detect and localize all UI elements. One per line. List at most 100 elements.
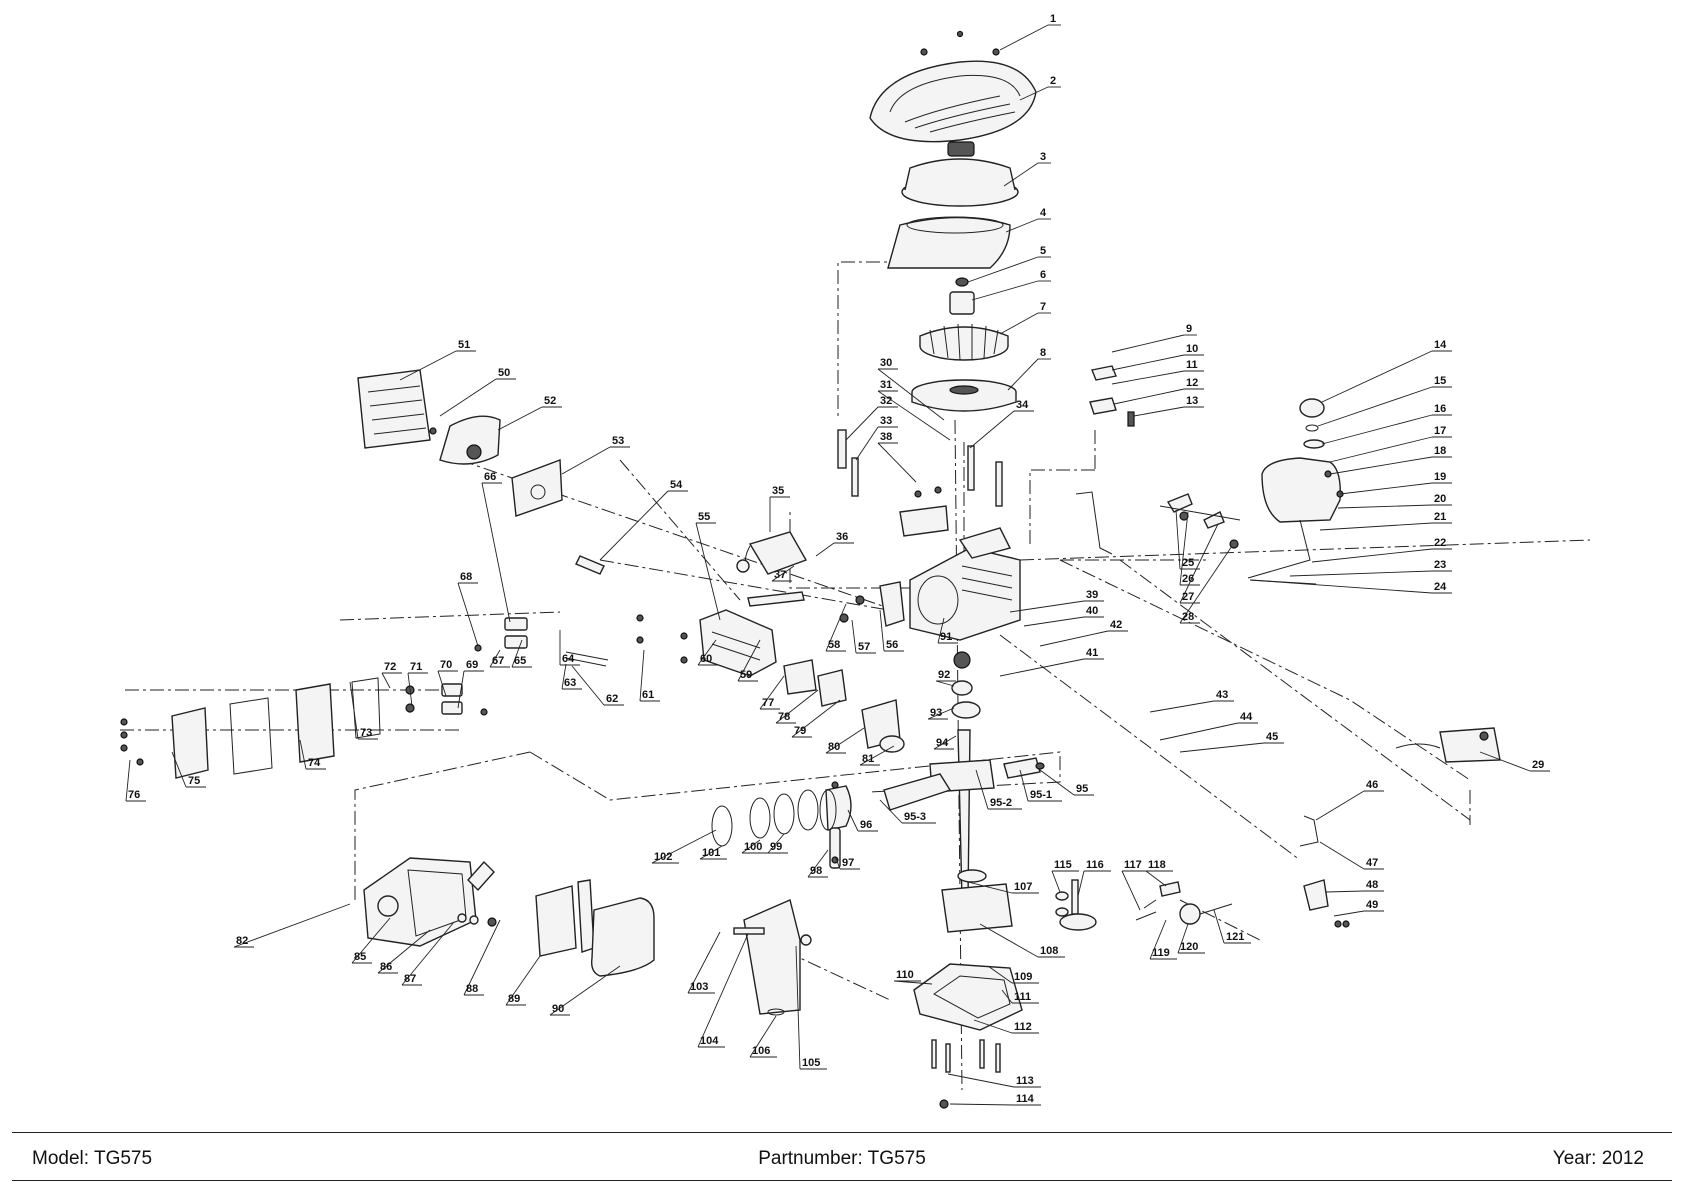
callout-58: 58	[825, 603, 847, 652]
callout-number: 76	[128, 789, 140, 801]
callout-9: 9	[1111, 323, 1197, 353]
callout-number: 95-2	[990, 797, 1012, 809]
callout-85: 85	[351, 917, 391, 964]
callout-98: 98	[807, 849, 829, 878]
callout-number: 91	[940, 631, 952, 643]
callout-number: 7	[1040, 301, 1046, 313]
callout-105: 105	[795, 945, 827, 1070]
callout-40: 40	[1023, 605, 1104, 627]
callout-number: 75	[188, 775, 200, 787]
callout-51: 51	[399, 339, 476, 381]
callout-number: 48	[1366, 879, 1378, 891]
callout-number: 37	[774, 569, 786, 581]
callout-number: 55	[698, 511, 710, 523]
callout-17: 17	[1329, 425, 1452, 463]
callout-112: 112	[973, 1019, 1039, 1034]
callout-1: 1	[999, 13, 1061, 51]
callout-number: 112	[1014, 1021, 1032, 1033]
callout-number: 30	[880, 357, 892, 369]
callout-87: 87	[401, 921, 455, 986]
callout-number: 65	[514, 655, 526, 667]
callout-number: 21	[1434, 511, 1446, 523]
callout-number: 61	[642, 689, 654, 701]
callout-65: 65	[511, 639, 532, 668]
callout-number: 43	[1216, 689, 1228, 701]
callout-number: 82	[236, 935, 248, 947]
callout-50: 50	[439, 367, 516, 417]
callout-70: 70	[437, 659, 458, 697]
callout-number: 53	[612, 435, 624, 447]
callout-number: 36	[836, 531, 848, 543]
callout-number: 74	[308, 757, 321, 769]
callout-11: 11	[1111, 359, 1204, 385]
callout-10: 10	[1111, 343, 1204, 371]
callout-53: 53	[561, 435, 630, 475]
callout-22: 22	[1311, 537, 1452, 563]
callout-21: 21	[1319, 511, 1452, 531]
callout-number: 111	[1014, 991, 1031, 1003]
callout-number: 92	[938, 669, 950, 681]
callout-91: 91	[937, 617, 958, 644]
callout-number: 24	[1434, 581, 1447, 593]
callout-37: 37	[771, 565, 795, 582]
callout-3: 3	[1003, 151, 1051, 187]
callout-34: 34	[969, 399, 1034, 449]
callout-88: 88	[463, 919, 501, 996]
throttle-linkage	[1075, 365, 1241, 555]
callout-89: 89	[505, 955, 541, 1006]
callout-71: 71	[407, 661, 428, 707]
callout-number: 52	[544, 395, 556, 407]
callout-number: 44	[1240, 711, 1253, 723]
engine-block	[883, 527, 1045, 901]
callout-47: 47	[1319, 841, 1384, 870]
callout-43: 43	[1149, 689, 1234, 713]
callout-20: 20	[1337, 493, 1452, 509]
callout-59: 59	[737, 639, 761, 682]
callout-6: 6	[971, 269, 1051, 301]
callout-number: 3	[1040, 151, 1046, 163]
callout-number: 99	[770, 841, 782, 853]
callout-number: 15	[1434, 375, 1446, 387]
callout-number: 62	[606, 693, 618, 705]
carburettor-group	[783, 659, 905, 753]
callout-54: 54	[599, 479, 688, 561]
callout-number: 95-1	[1030, 789, 1052, 801]
callout-number: 51	[458, 339, 470, 351]
callout-64: 64	[559, 630, 580, 666]
callout-72: 72	[381, 661, 402, 689]
callout-number: 10	[1186, 343, 1198, 355]
callout-number: 102	[654, 851, 672, 863]
callout-69: 69	[457, 659, 484, 709]
callout-90: 90	[549, 965, 621, 1016]
callout-number: 8	[1040, 347, 1046, 359]
callout-48: 48	[1325, 879, 1384, 893]
callout-96: 96	[847, 809, 878, 832]
callout-16: 16	[1321, 403, 1452, 445]
fuel-tank-group	[1247, 398, 1344, 585]
callout-115: 115	[1051, 859, 1079, 893]
callout-number: 100	[744, 841, 762, 853]
callout-44: 44	[1159, 711, 1258, 741]
callout-number: 87	[404, 973, 416, 985]
callout-82: 82	[233, 903, 351, 948]
callout-number: 70	[440, 659, 452, 671]
callout-114: 114	[949, 1093, 1041, 1106]
callout-number: 32	[880, 395, 892, 407]
callout-113: 113	[947, 1073, 1041, 1088]
callout-number: 95-3	[904, 811, 926, 823]
callout-number: 110	[896, 969, 914, 981]
callout-number: 96	[860, 819, 872, 831]
callout-86: 86	[377, 929, 431, 974]
callout-number: 68	[460, 571, 472, 583]
callout-78: 78	[775, 689, 819, 724]
callout-5: 5	[967, 245, 1051, 283]
partnumber-label: Partnumber: TG575	[758, 1148, 926, 1169]
callout-33: 33	[855, 415, 898, 461]
callout-number: 54	[670, 479, 683, 491]
callout-77: 77	[759, 675, 785, 710]
callout-number: 33	[880, 415, 892, 427]
callout-number: 25	[1182, 557, 1194, 569]
callout-35: 35	[769, 485, 790, 532]
callout-number: 81	[862, 753, 874, 765]
callout-number: 19	[1434, 471, 1446, 483]
